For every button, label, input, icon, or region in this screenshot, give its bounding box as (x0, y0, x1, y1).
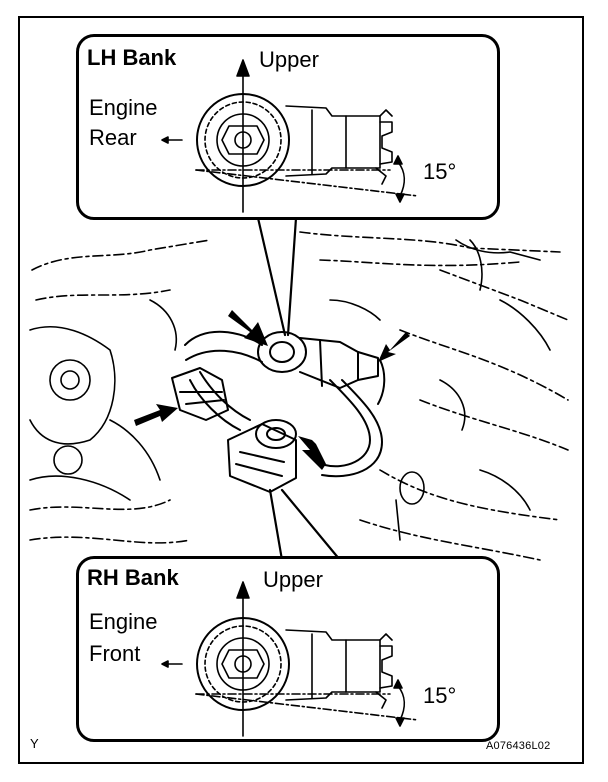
location-arrows (134, 310, 410, 470)
corner-mark: Y (30, 736, 39, 751)
lh-angle-indicator (195, 155, 419, 203)
rh-angle-indicator (195, 679, 419, 727)
lh-side-arrow-icon (161, 136, 183, 144)
engine-background-lines (29, 231, 569, 561)
lh-up-arrow-icon (236, 59, 250, 213)
rh-bank-title: RH Bank (87, 565, 179, 590)
rh-angle-label: 15° (423, 683, 457, 708)
lh-side-label-line2: Rear (89, 125, 137, 150)
harness-connector-left (171, 367, 229, 421)
lh-side-label-line1: Engine (89, 95, 158, 120)
rh-knock-sensor (227, 419, 297, 493)
rh-side-label-line2: Front (89, 641, 141, 666)
lh-upper-label: Upper (259, 47, 319, 72)
figure-frame (18, 16, 584, 764)
lh-knock-sensor (257, 331, 379, 389)
callout-leader-lines (256, 216, 342, 562)
lh-sensor-body (196, 93, 393, 187)
rh-upper-label: Upper (263, 567, 323, 592)
rh-bank-callout: RH Bank Upper Engine Front 15° (76, 556, 500, 742)
rh-up-arrow-icon (236, 581, 250, 737)
lh-bank-callout: LH Bank Upper Engine Rear 15° (76, 34, 500, 220)
rh-sensor-body (196, 617, 393, 711)
lh-angle-label: 15° (423, 159, 457, 184)
rh-sensor-detail (161, 581, 419, 737)
engine-block-outlines (29, 239, 551, 541)
wire-harness (184, 330, 386, 478)
figure-code: A076436L02 (486, 740, 551, 752)
rh-side-label-line1: Engine (89, 609, 158, 634)
lh-bank-title: LH Bank (87, 45, 177, 70)
rh-side-arrow-icon (161, 660, 183, 668)
lh-sensor-detail (161, 59, 419, 213)
